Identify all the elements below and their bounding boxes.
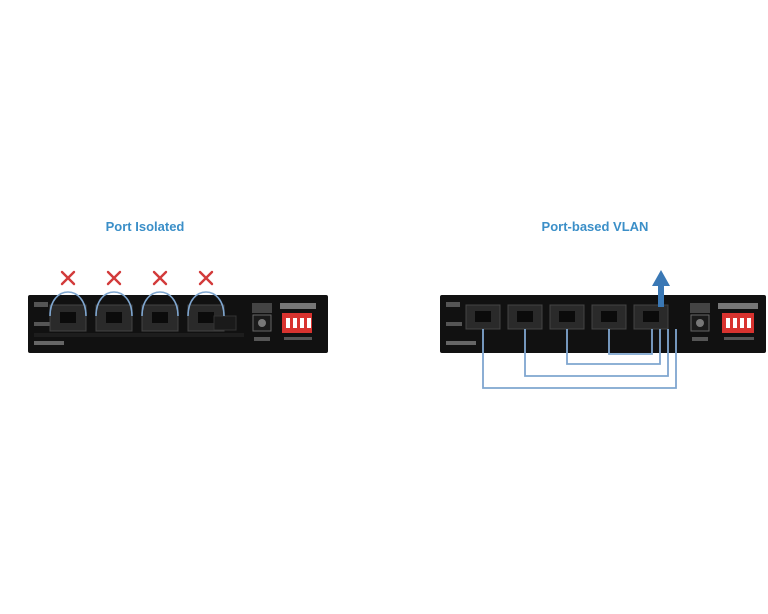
left-port-1	[49, 304, 87, 332]
left-isolation-links	[49, 291, 225, 317]
right-power-jack	[690, 303, 710, 341]
vlan-links	[482, 329, 677, 389]
red-x-icon	[60, 270, 214, 286]
right-port-1	[465, 304, 501, 330]
left-port-5	[213, 315, 237, 331]
port-isolated-title: Port Isolated	[105, 219, 185, 234]
right-port-3	[549, 304, 585, 330]
left-dip-switch	[280, 303, 316, 340]
right-port-2	[507, 304, 543, 330]
uplink-arrow-icon	[652, 270, 670, 307]
left-port-2	[95, 304, 133, 332]
left-power-jack	[252, 303, 272, 341]
port-based-vlan-title: Port-based VLAN	[541, 219, 649, 234]
right-dip-switch	[718, 303, 758, 340]
right-port-5	[633, 304, 669, 330]
right-port-4	[591, 304, 627, 330]
left-port-3	[141, 304, 179, 332]
